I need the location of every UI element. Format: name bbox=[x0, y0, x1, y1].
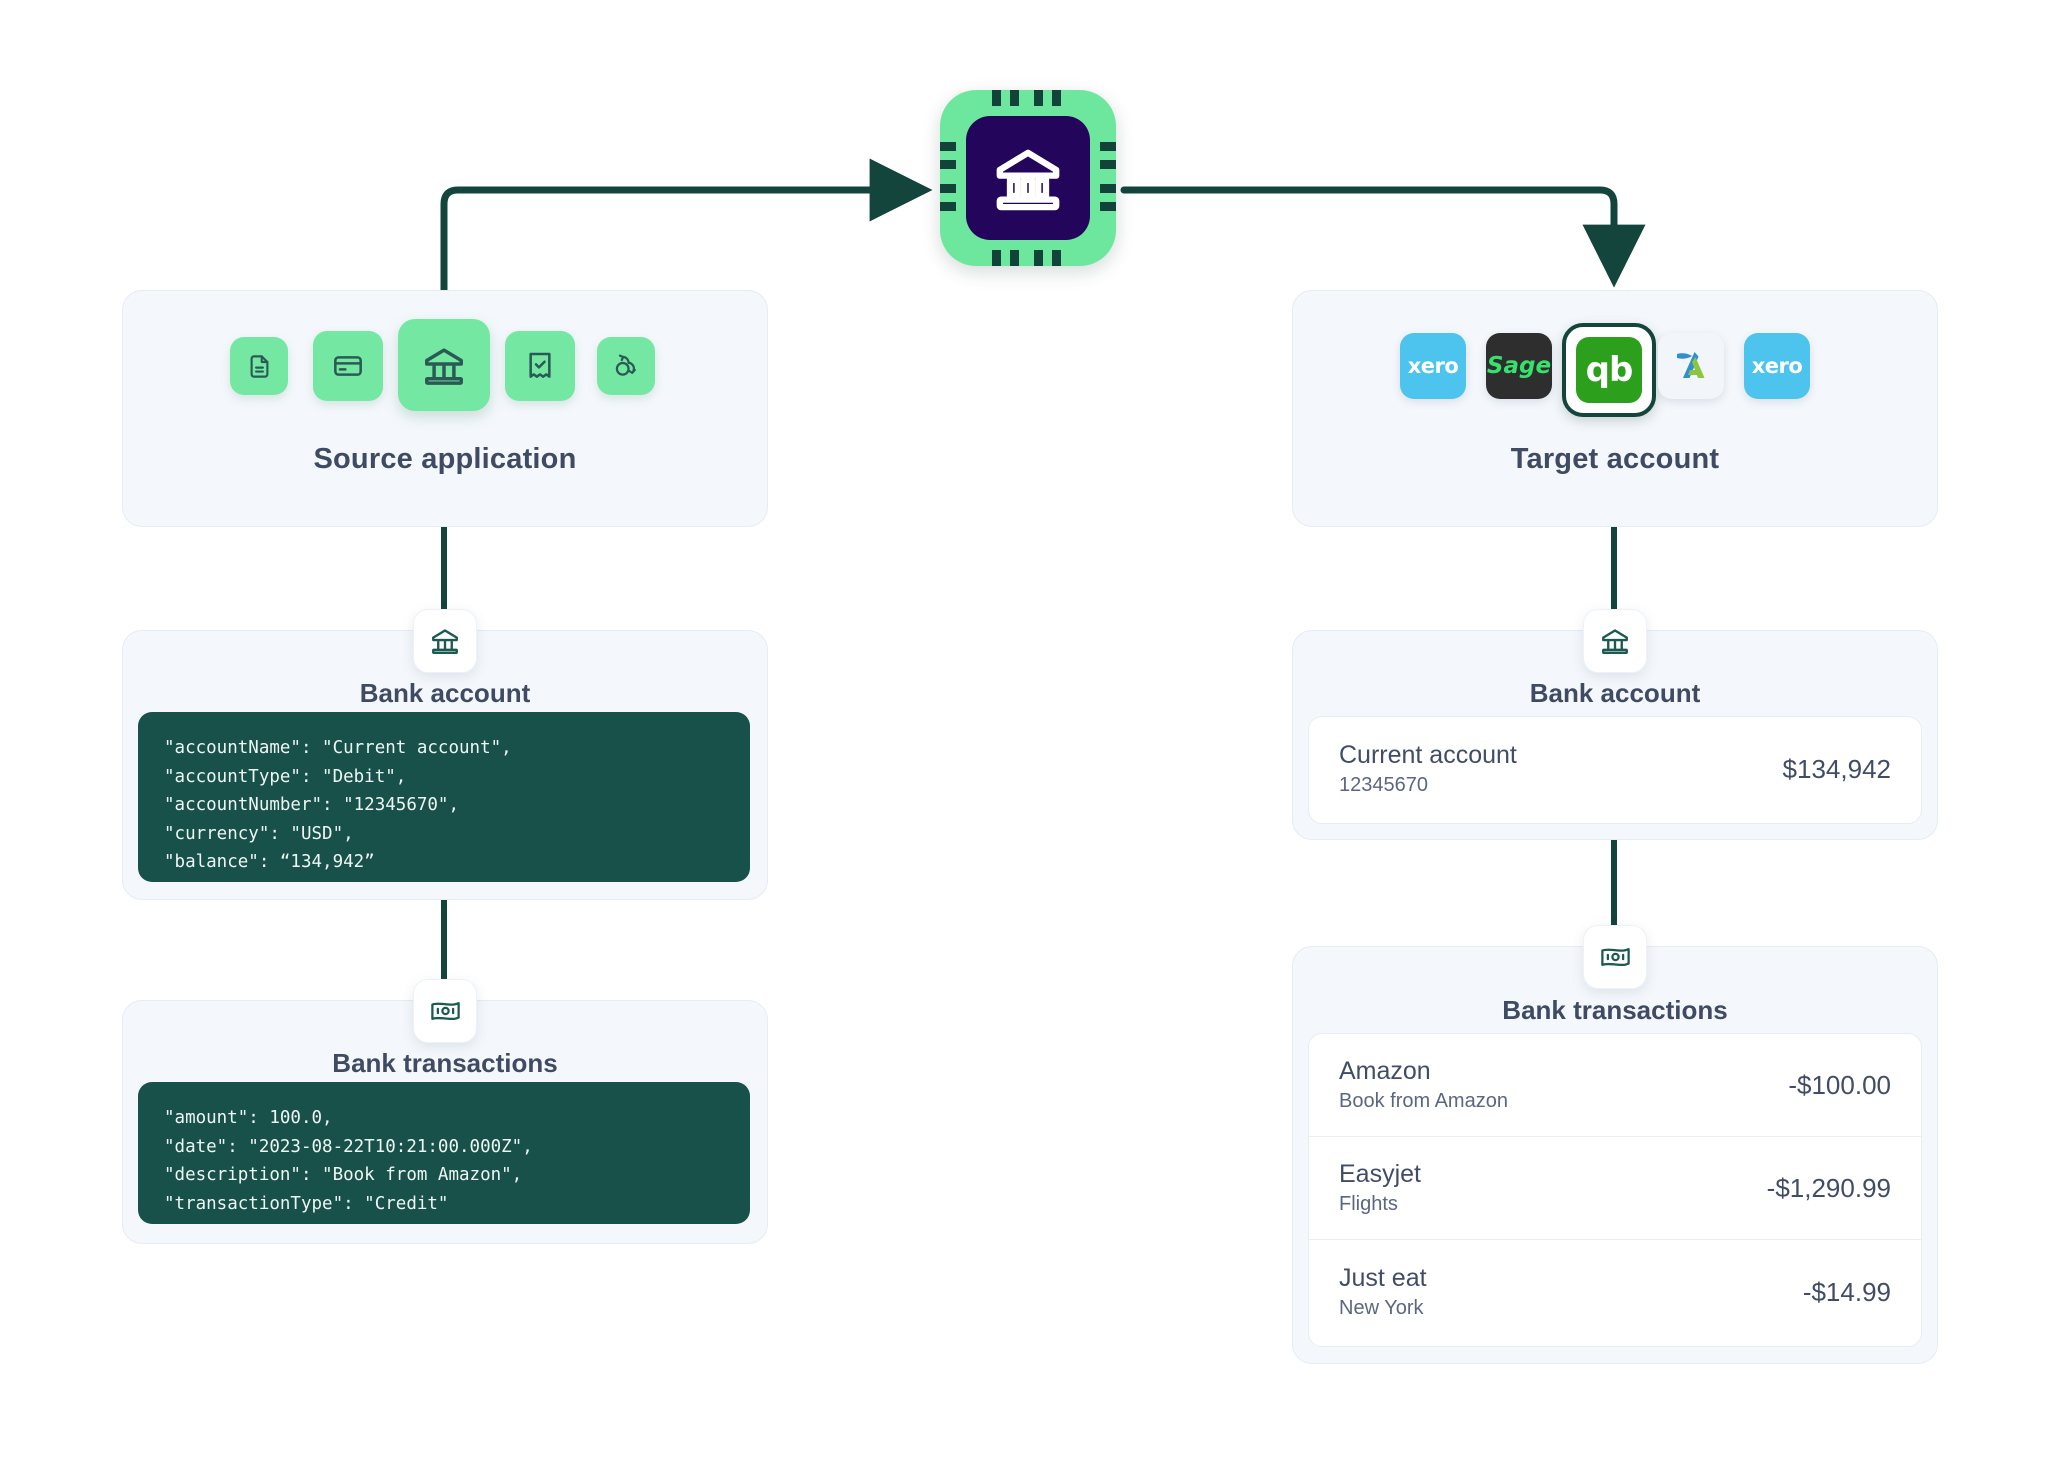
quickbooks-logo-label: qb bbox=[1585, 350, 1634, 390]
xero-logo[interactable]: xero bbox=[1400, 333, 1466, 399]
table-row[interactable]: Easyjet Flights -$1,290.99 bbox=[1309, 1137, 1921, 1240]
source-bank-account-title: Bank account bbox=[359, 678, 531, 708]
account-name: Current account bbox=[1339, 740, 1517, 769]
sage-logo[interactable]: Sage bbox=[1486, 333, 1552, 399]
sync-refresh-icon[interactable] bbox=[597, 337, 655, 395]
credit-card-icon[interactable] bbox=[313, 331, 383, 401]
transaction-merchant: Easyjet bbox=[1339, 1159, 1421, 1188]
transaction-merchant: Amazon bbox=[1339, 1056, 1431, 1085]
source-application-panel: Source application bbox=[122, 290, 768, 527]
account-row[interactable]: Current account 12345670 $134,942 bbox=[1309, 717, 1921, 821]
account-balance: $134,942 bbox=[1782, 753, 1891, 784]
xero-logo-2-label: xero bbox=[1751, 354, 1803, 378]
bank-chip-hub bbox=[940, 90, 1116, 266]
bank-icon bbox=[966, 116, 1090, 240]
sage-logo-label: Sage bbox=[1486, 353, 1552, 379]
xero-logo-2[interactable]: xero bbox=[1744, 333, 1810, 399]
target-account-list: Current account 12345670 $134,942 bbox=[1308, 716, 1922, 824]
banknote-icon bbox=[413, 979, 477, 1043]
target-bank-account-title: Bank account bbox=[1529, 678, 1701, 708]
table-row[interactable]: Just eat New York -$14.99 bbox=[1309, 1240, 1921, 1344]
xero-logo-label: xero bbox=[1407, 354, 1459, 378]
bank-icon[interactable] bbox=[398, 319, 490, 411]
document-icon[interactable] bbox=[230, 337, 288, 395]
bank-icon bbox=[413, 609, 477, 673]
transaction-description: New York bbox=[1339, 1297, 1424, 1320]
receipt-check-icon[interactable] bbox=[505, 331, 575, 401]
freeagent-logo[interactable] bbox=[1658, 333, 1724, 399]
source-panel-title: Source application bbox=[313, 443, 577, 475]
transaction-amount: -$100.00 bbox=[1788, 1069, 1891, 1100]
source-bank-transactions-code: "amount": 100.0, "date": "2023-08-22T10:… bbox=[138, 1082, 750, 1224]
quickbooks-logo[interactable]: qb bbox=[1562, 323, 1656, 417]
transaction-amount: -$1,290.99 bbox=[1766, 1172, 1891, 1203]
source-bank-transactions-title: Bank transactions bbox=[332, 1048, 558, 1078]
target-transactions-list: Amazon Book from Amazon -$100.00 Easyjet… bbox=[1308, 1033, 1922, 1347]
transaction-description: Flights bbox=[1339, 1193, 1398, 1216]
source-bank-account-code: "accountName": "Current account", "accou… bbox=[138, 712, 750, 882]
target-bank-transactions-title: Bank transactions bbox=[1502, 995, 1728, 1025]
bank-icon bbox=[1583, 609, 1647, 673]
transaction-description: Book from Amazon bbox=[1339, 1090, 1508, 1113]
account-number: 12345670 bbox=[1339, 774, 1428, 797]
transaction-amount: -$14.99 bbox=[1802, 1276, 1891, 1307]
banknote-icon bbox=[1583, 925, 1647, 989]
table-row[interactable]: Amazon Book from Amazon -$100.00 bbox=[1309, 1034, 1921, 1137]
freeagent-mark-icon bbox=[1677, 352, 1705, 378]
target-panel-title: Target account bbox=[1510, 443, 1720, 475]
transaction-merchant: Just eat bbox=[1339, 1263, 1427, 1292]
